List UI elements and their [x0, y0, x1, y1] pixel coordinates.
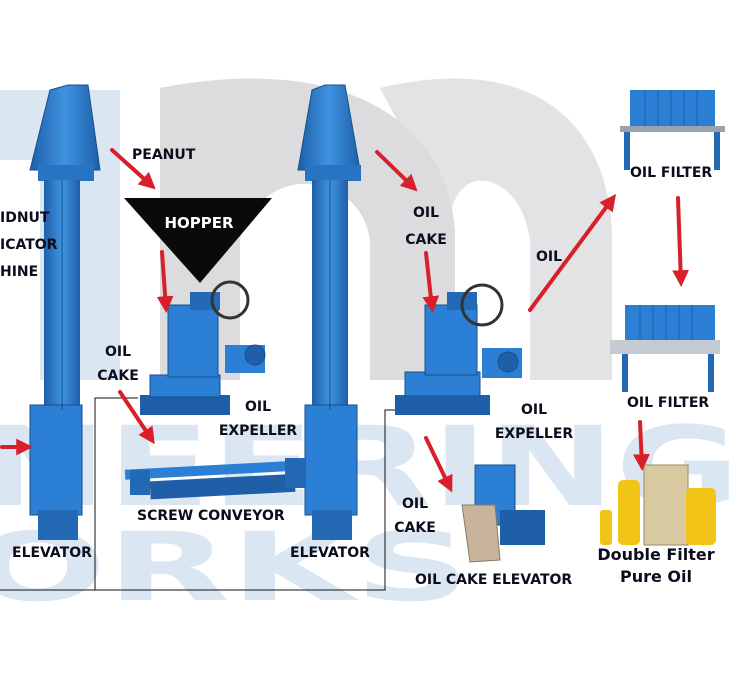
label-oil-expeller-2-line1: OIL	[520, 402, 548, 418]
label-final-product-line1: Double Filter	[597, 545, 715, 564]
label-oil-cake-2-line1: OIL	[412, 205, 440, 221]
label-oil-cake-1-line2: CAKE	[97, 368, 139, 384]
label-peanut: PEANUT	[132, 147, 196, 163]
screw-conveyor	[124, 458, 306, 500]
label-oil-cake-1: OIL CAKE	[88, 340, 148, 388]
label-final-product: Double Filter Pure Oil	[588, 544, 724, 588]
arrow-cake-out	[424, 436, 453, 493]
label-oil-filter-2: OIL FILTER	[627, 395, 710, 411]
label-oil-cake-2-line2: CAKE	[405, 232, 447, 248]
label-screw-conveyor: SCREW CONVEYOR	[137, 508, 285, 524]
label-left-machine-line1: IDNUT	[0, 210, 50, 226]
label-oil-expeller-1-line1: OIL	[244, 399, 272, 415]
watermark-line2: ORKS	[0, 513, 470, 623]
label-oil-cake-elevator: OIL CAKE ELEVATOR	[415, 572, 573, 588]
arrow-oil-to-filter	[528, 193, 617, 312]
oil-bottles	[600, 464, 716, 546]
label-hopper: HOPPER	[164, 214, 234, 232]
label-oil-cake-1-line1: OIL	[104, 344, 132, 360]
label-oil-filter-1: OIL FILTER	[630, 165, 713, 181]
label-final-product-line2: Pure Oil	[620, 567, 692, 586]
oil-expeller-2	[395, 283, 522, 415]
label-oil-cake-3-line1: OIL	[401, 496, 429, 512]
label-left-machine-line2: ICATOR	[0, 237, 58, 253]
label-left-machine-line3: HINE	[0, 264, 39, 280]
hopper-shape	[124, 198, 272, 283]
label-left-machine: IDNUT ICATOR HINE	[0, 205, 57, 286]
bucket-elevator-1	[29, 84, 101, 540]
label-oil-cake-2: OIL CAKE	[396, 200, 456, 254]
arrow-cake-to-conveyor	[118, 390, 155, 445]
watermark-line1: NEERING	[0, 403, 736, 531]
bucket-elevator-2	[297, 84, 361, 540]
label-oil-cake-3-line2: CAKE	[394, 520, 436, 536]
filter-press-1	[620, 90, 725, 170]
label-oil: OIL	[536, 249, 563, 265]
label-oil-expeller-1: OIL EXPELLER	[212, 395, 304, 443]
filter-press-2	[610, 305, 720, 392]
label-oil-expeller-1-line2: EXPELLER	[218, 423, 298, 439]
oil-cake-elevator	[461, 464, 545, 563]
label-elevator-1: ELEVATOR	[12, 545, 92, 561]
arrow-hopper-down	[156, 250, 174, 314]
label-oil-cake-3: OIL CAKE	[385, 492, 445, 540]
flow-arrows	[0, 148, 689, 493]
arrow-peanut-in	[110, 148, 156, 190]
arrow-cake-to-expeller-2	[422, 251, 440, 314]
oil-expeller-1	[140, 280, 266, 415]
label-oil-expeller-2: OIL EXPELLER	[488, 398, 580, 446]
arrow-filter-to-oil	[633, 420, 650, 472]
arrow-cake-to-elevator-2	[375, 150, 418, 192]
arrow-filter-1-to-2	[672, 196, 689, 288]
label-elevator-2: ELEVATOR	[290, 545, 370, 561]
label-oil-expeller-2-line2: EXPELLER	[494, 426, 574, 442]
